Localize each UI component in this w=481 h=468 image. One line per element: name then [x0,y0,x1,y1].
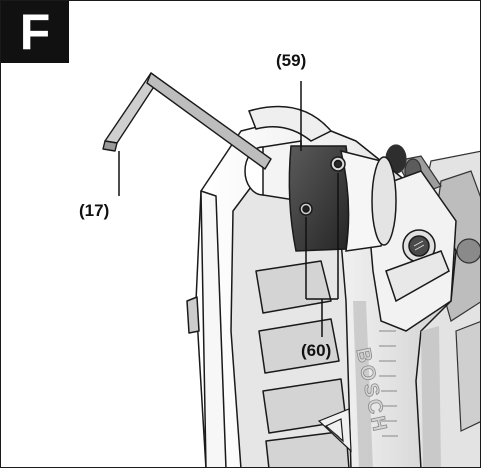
hex-key-17 [102,72,272,170]
callout-label-60: (60) [301,341,332,360]
brand-marking-graphic [379,330,398,437]
clamp-part-59 [244,105,397,252]
callout-label-17: (17) [79,201,110,220]
warning-label [317,408,352,453]
shading [353,301,441,467]
figure-letter-badge: F [1,1,69,63]
callout-label-59: (59) [276,51,307,70]
main-housing [186,115,457,467]
leader-lines [118,81,339,337]
